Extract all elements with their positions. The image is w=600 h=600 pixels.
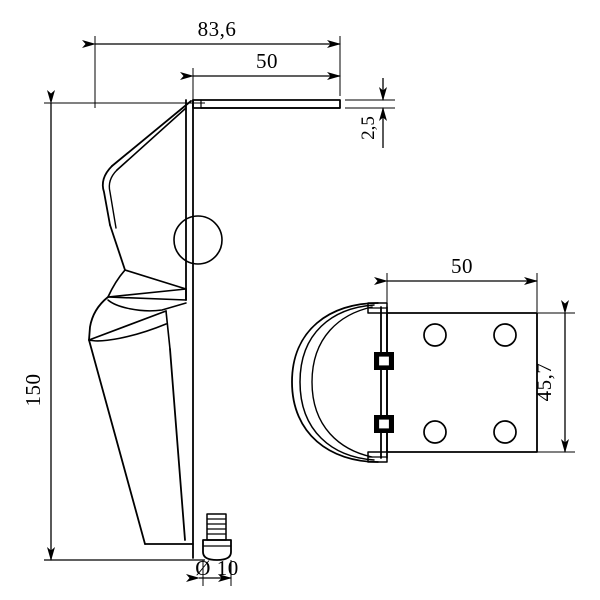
knee-facet-right: [165, 310, 171, 350]
threaded-stud: [206, 513, 227, 541]
plate-top-tab: [367, 302, 388, 314]
leg-inner-edge: [169, 348, 186, 541]
facet-line-c: [107, 288, 187, 298]
dimension-overall-width: [82, 36, 341, 108]
fixing-hole-top-left: [423, 323, 447, 347]
dimension-foot-diameter: [186, 560, 232, 586]
fixing-hole-bottom-left: [423, 420, 447, 444]
hip-inner-curve: [107, 299, 187, 312]
dimension-label-plate-height-side: 45,7: [532, 363, 556, 402]
upper-web-edge-inner: [116, 107, 187, 171]
upper-web-edge-outer: [111, 100, 192, 167]
knee-facet-top: [88, 310, 167, 341]
facet-line-a: [124, 269, 187, 290]
fixing-hole-top-right: [493, 323, 517, 347]
dimension-plate-width-side: [374, 273, 538, 312]
adjustable-foot-cap: [202, 539, 232, 561]
facet-line-d: [107, 296, 187, 301]
hinge-boss-circle: [173, 215, 223, 265]
dimension-label-plate-thickness: 2,5: [358, 116, 379, 140]
front-view: [88, 99, 341, 561]
dimension-label-plate-width-side: 50: [451, 254, 473, 278]
dimension-plate-thickness: [345, 78, 395, 148]
hinge-profile-mid: [299, 304, 375, 461]
facet-line-b: [107, 269, 126, 298]
hinge-knuckle-lower: [373, 414, 395, 434]
fixing-hole-bottom-right: [493, 420, 517, 444]
upper-flank-curve: [101, 165, 113, 226]
dimension-label-foot-diameter: Ø 10: [195, 556, 238, 580]
side-view: [291, 302, 538, 463]
hinge-profile-inner: [311, 306, 373, 458]
top-flange-plate: [192, 99, 341, 109]
hinge-knuckle-upper: [373, 351, 395, 371]
hip-outer-curve: [88, 296, 109, 341]
dimension-label-overall-width: 83,6: [198, 17, 237, 41]
mounting-plate: [386, 312, 538, 453]
dimension-label-overall-height: 150: [21, 374, 45, 407]
upper-flank-curve-inner: [108, 169, 118, 229]
dimension-label-plate-width-front: 50: [256, 49, 278, 73]
dimension-plate-width-front: [180, 68, 341, 100]
knee-facet-curve: [88, 323, 167, 342]
body-left-edge: [109, 224, 126, 271]
hinge-profile-outer: [291, 302, 379, 463]
leg-outer-edge: [88, 339, 146, 545]
